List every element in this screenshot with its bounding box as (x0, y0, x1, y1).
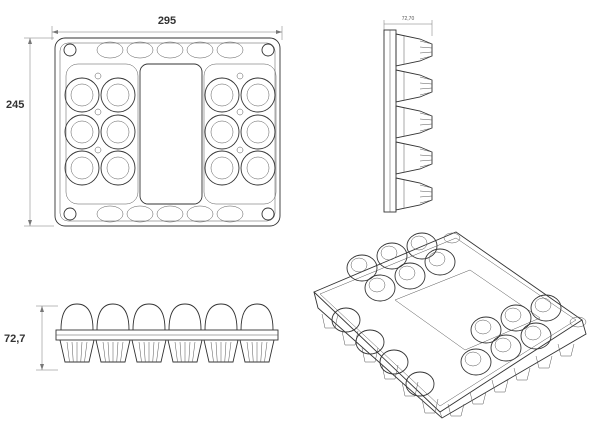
iso-egg (376, 242, 408, 270)
iso-tray-outline (313, 231, 583, 413)
egg-cup (240, 114, 276, 150)
egg-cup (204, 77, 240, 113)
edge-cup (216, 205, 244, 223)
edge-cup (126, 41, 154, 59)
edge-cup (156, 205, 184, 223)
iso-cone (557, 343, 575, 357)
edge-cup (126, 205, 154, 223)
edge-cup (156, 41, 184, 59)
egg-cones-side (395, 33, 433, 211)
iso-egg (406, 232, 438, 260)
iso-egg (364, 274, 396, 302)
edge-cup (96, 41, 124, 59)
width-dimension: 295 (51, 15, 283, 40)
bolt (94, 72, 102, 80)
iso-center-channel (394, 269, 541, 351)
iso-egg (379, 349, 409, 375)
iso-egg (470, 316, 502, 344)
iso-cone (469, 391, 487, 405)
corner-knob (63, 207, 77, 221)
iso-egg (355, 329, 385, 355)
egg-cups-front (59, 303, 275, 363)
isometric-view (313, 231, 587, 419)
iso-egg (346, 254, 378, 282)
iso-cone (491, 379, 509, 393)
iso-egg-cones (321, 313, 575, 417)
iso-cone (535, 355, 553, 369)
egg-top (132, 303, 166, 331)
iso-cone (447, 403, 465, 417)
length-dimension: 245 (6, 37, 54, 227)
corner-knob (261, 43, 275, 57)
length-label: 245 (6, 99, 24, 111)
egg-top (168, 303, 202, 331)
front-view: 72,7 (4, 303, 279, 371)
iso-cone (421, 398, 439, 414)
egg-top (240, 303, 274, 331)
bolt (236, 72, 244, 80)
iso-egg (424, 248, 456, 276)
egg-cup (204, 150, 240, 186)
iso-cone (513, 367, 531, 381)
egg-top (204, 303, 238, 331)
egg-cone (395, 141, 433, 175)
iso-eggs (331, 232, 562, 397)
edge-cup (186, 205, 214, 223)
egg-cup (64, 150, 100, 186)
corner-knob (261, 207, 275, 221)
height-dimension: 72,7 (4, 305, 58, 371)
iso-egg (405, 371, 435, 397)
edge-cup (186, 41, 214, 59)
egg-cup (64, 77, 100, 113)
width-label: 295 (158, 15, 176, 27)
bolt (94, 146, 102, 154)
iso-cone (321, 313, 339, 329)
iso-cone (401, 381, 419, 397)
iso-cone (381, 364, 399, 380)
side-view: 72,70 (383, 16, 433, 213)
edge-cup (96, 205, 124, 223)
egg-cone (395, 69, 433, 103)
bolt (236, 146, 244, 154)
egg-cone (395, 177, 433, 211)
egg-cup (100, 114, 136, 150)
edge-cup (216, 41, 244, 59)
egg-cup (64, 114, 100, 150)
height-label: 72,7 (4, 333, 25, 345)
egg-cups-top-row (63, 41, 275, 223)
egg-cone (395, 105, 433, 139)
bolt (236, 108, 244, 116)
egg-top (60, 303, 94, 331)
iso-egg (530, 294, 562, 322)
egg-cups-top (64, 72, 276, 186)
iso-egg (490, 334, 522, 362)
egg-cup (100, 77, 136, 113)
egg-cone (395, 33, 433, 67)
iso-egg (394, 262, 426, 290)
iso-egg (331, 307, 361, 333)
egg-top (96, 303, 130, 331)
center-channel (139, 63, 203, 205)
iso-egg (520, 322, 552, 350)
egg-cup (240, 77, 276, 113)
egg-cup (100, 150, 136, 186)
egg-cup (240, 150, 276, 186)
iso-egg (460, 348, 492, 376)
top-view: 295 245 (6, 15, 283, 227)
bolt (94, 108, 102, 116)
iso-egg (500, 304, 532, 332)
side-label: 72,70 (402, 16, 415, 22)
iso-cone (361, 347, 379, 363)
egg-cup (204, 114, 240, 150)
corner-knob (63, 43, 77, 57)
tray-outline (54, 37, 281, 227)
